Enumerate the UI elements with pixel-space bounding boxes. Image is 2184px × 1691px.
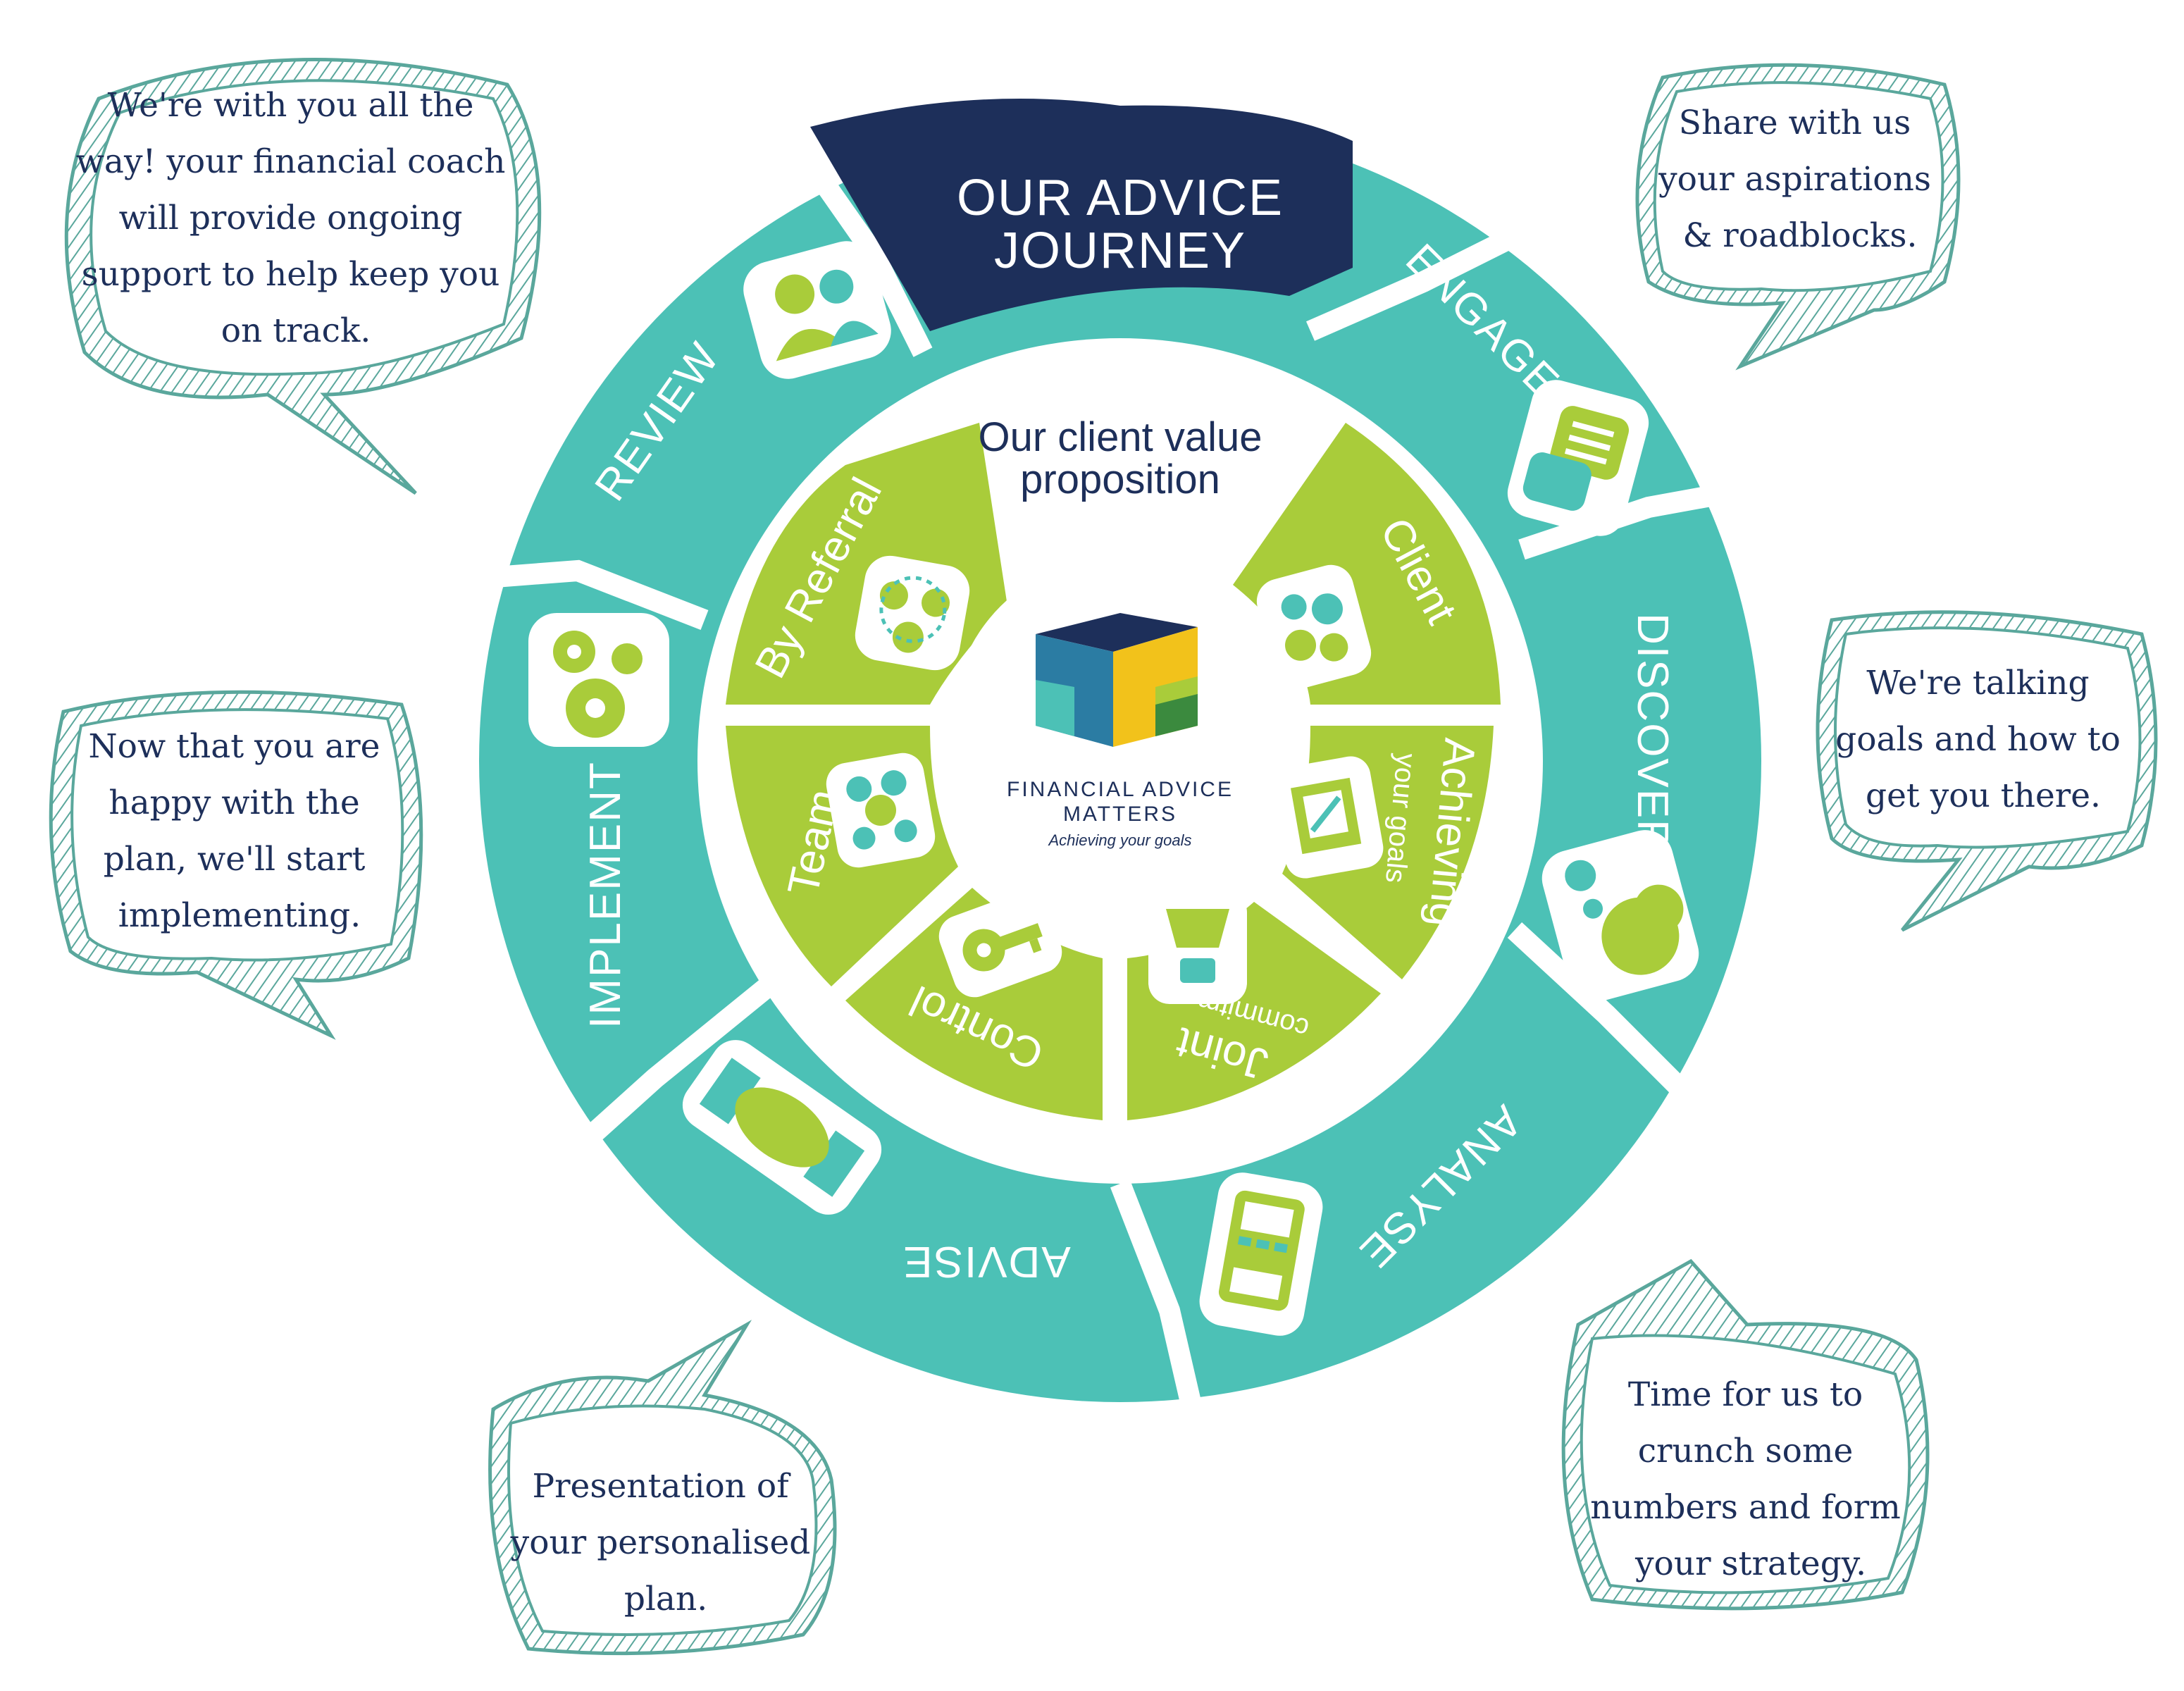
people-icon: [743, 241, 891, 379]
review-bubble-text: We're with you all the way! your financi…: [76, 86, 516, 350]
cvp-heading-line2: proposition: [1020, 457, 1220, 502]
logo-tagline: Achieving your goals: [1047, 831, 1191, 849]
journey-wheel: OUR ADVICE JOURNEY ENGAGE DISCOVER ANALY…: [479, 99, 1761, 1405]
logo-line1: FINANCIAL ADVICE: [1007, 778, 1234, 801]
ring-dividers: [485, 177, 1728, 1405]
logo-line2: MATTERS: [1063, 803, 1177, 826]
chat-bubbles-icon: [1507, 380, 1649, 536]
title-line1: OUR ADVICE: [957, 170, 1284, 226]
ring-label-discover: DISCOVER: [1628, 613, 1677, 853]
client-group-icon: [1256, 564, 1372, 690]
implement-bubble-text: Now that you are happy with the plan, we…: [89, 727, 391, 935]
key-icon: [938, 891, 1062, 998]
discover-bubble-text: We're talking goals and how to get you t…: [1835, 664, 2131, 815]
title-line2: JOURNEY: [994, 223, 1246, 279]
inner-pie: [726, 423, 1501, 1120]
center-logo: FINANCIAL ADVICE MATTERS Achieving your …: [951, 557, 1289, 895]
advise-bubble: Presentation of your personalised plan.: [488, 1320, 837, 1656]
puzzle-cube-icon: [1036, 613, 1198, 747]
implement-bubble: Now that you are happy with the plan, we…: [49, 690, 423, 1040]
ring-label-advise: ADVISE: [902, 1237, 1070, 1286]
title-segment: OUR ADVICE JOURNEY: [810, 99, 1353, 331]
gears-icon: [528, 613, 669, 747]
engage-bubble: Share with us your aspirations & roadblo…: [1635, 63, 1961, 371]
review-bubble: We're with you all the way! your financi…: [64, 57, 542, 495]
discover-bubble: We're talking goals and how to get you t…: [1816, 610, 2158, 932]
engage-bubble-text: Share with us your aspirations & roadblo…: [1658, 104, 1942, 255]
analyse-bubble: Time for us to crunch some numbers and f…: [1561, 1258, 1930, 1611]
speech-bubbles: We're with you all the way! your financi…: [49, 57, 2158, 1656]
thought-bubble-icon: [1541, 830, 1699, 1002]
handshake-icon: [682, 1040, 882, 1215]
joint-commitment-icon: [1148, 891, 1247, 1004]
calculator-icon: [1199, 1172, 1323, 1336]
cvp-heading-line1: Our client value: [979, 414, 1262, 460]
goals-chart-icon: [1272, 756, 1384, 879]
referral-icon: [855, 555, 970, 671]
analyse-bubble-text: Time for us to crunch some numbers and f…: [1590, 1375, 1911, 1583]
team-icon: [826, 752, 936, 868]
advise-bubble-text: Presentation of your personalised plan.: [510, 1467, 821, 1618]
ring-label-implement: IMPLEMENT: [581, 761, 630, 1029]
